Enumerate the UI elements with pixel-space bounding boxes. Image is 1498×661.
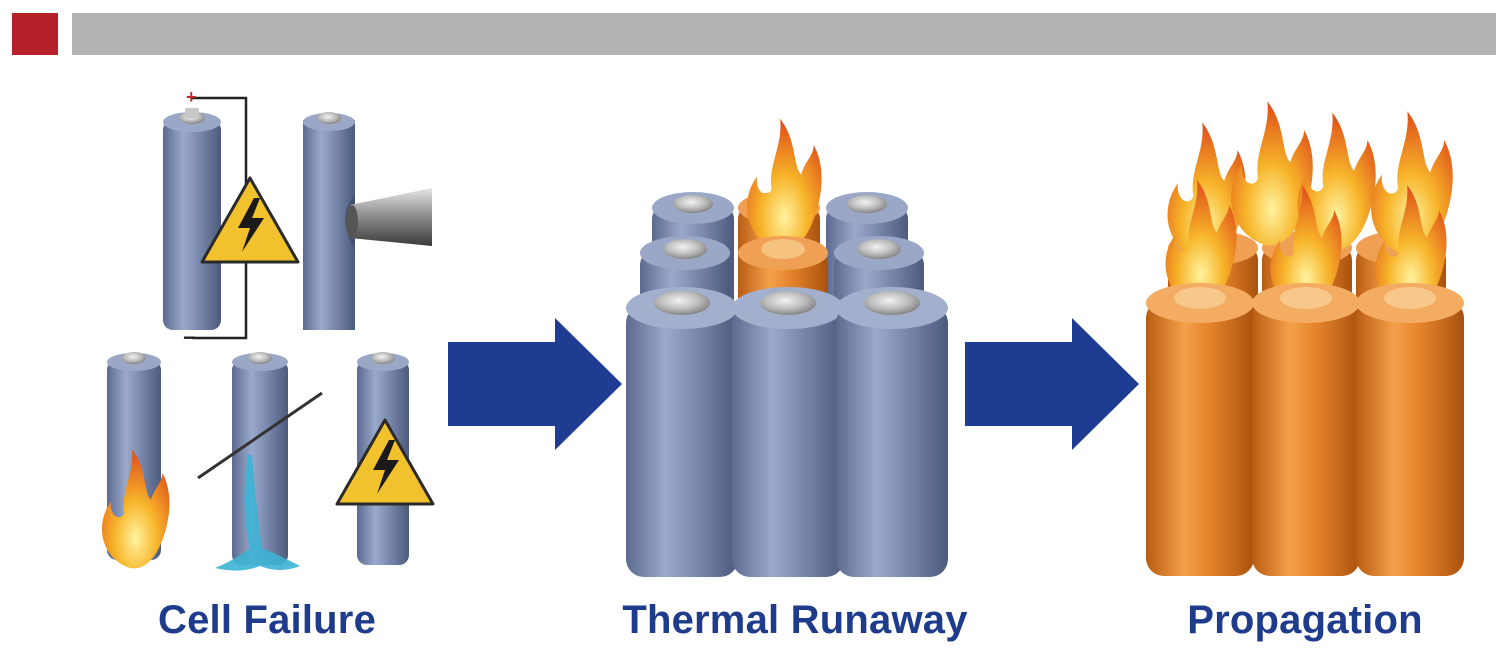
stage-label-propagation: Propagation (1187, 598, 1423, 642)
header-accent-square (12, 13, 58, 55)
cell-burning (1146, 283, 1254, 576)
nail-icon (197, 391, 323, 480)
stage-propagation (1146, 101, 1464, 576)
stage-label-thermal-runaway: Thermal Runaway (622, 598, 968, 642)
cell (836, 287, 948, 577)
cell-burning (1252, 283, 1360, 576)
crush-rod-icon (346, 188, 432, 246)
stage-label-cell-failure: Cell Failure (157, 598, 377, 642)
cell-burning (1356, 283, 1464, 576)
arrow-right-1 (448, 318, 622, 450)
header-bar (72, 13, 1496, 55)
cell-short-circuit (163, 108, 221, 330)
warning-icon (335, 418, 435, 506)
circuit-minus-mark: − (183, 325, 196, 350)
cell (732, 287, 844, 577)
stage-thermal-runaway (626, 118, 948, 577)
circuit-plus-mark: + (186, 87, 197, 107)
arrow-right-2 (965, 318, 1139, 450)
stage-cell-failure: + − (101, 87, 435, 571)
water-leak-icon (215, 455, 300, 571)
cell (626, 287, 738, 577)
